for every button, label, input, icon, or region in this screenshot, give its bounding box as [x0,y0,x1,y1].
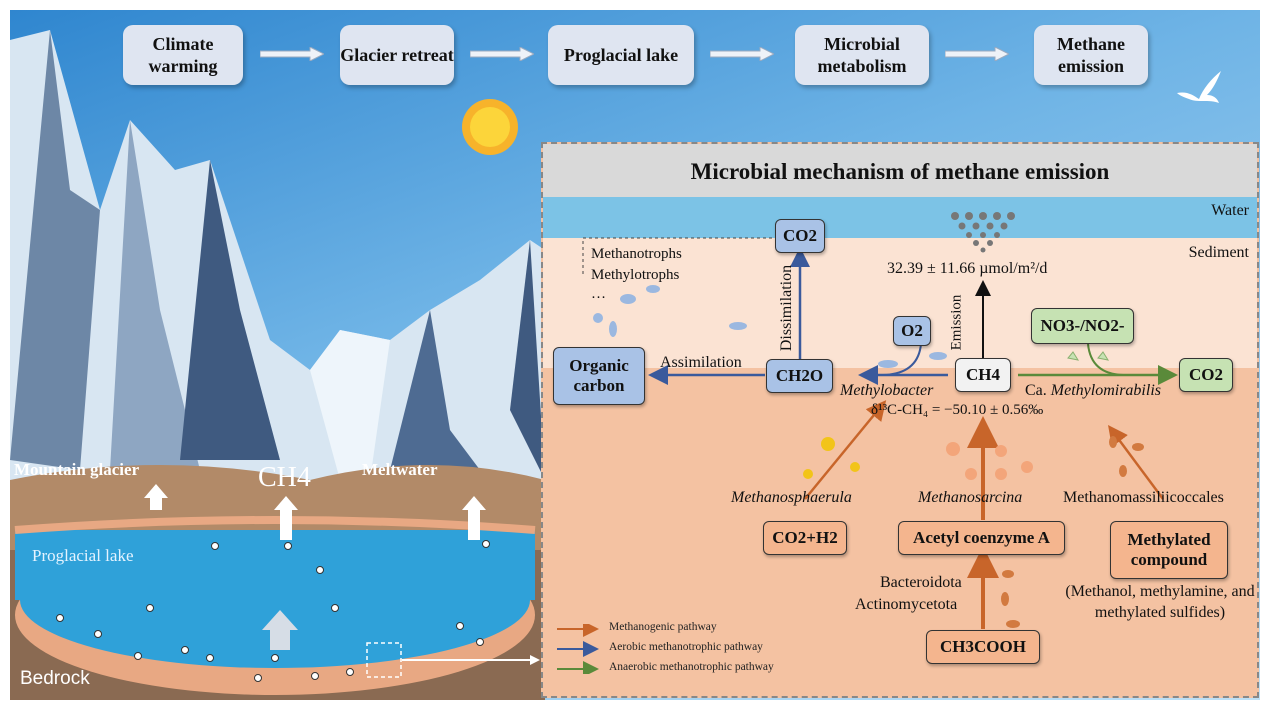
flow-climate-warming: Climate warming [123,25,243,85]
flow-arrow-icon [470,47,534,61]
ch3cooh-box: CH3COOH [926,630,1040,664]
panel-title: Microbial mechanism of methane emission [543,144,1257,197]
methanomassiliicoccales-label: Methanomassiliicoccales [1063,489,1224,506]
flow-arrow-icon [710,47,774,61]
proglacial-lake-label: Proglacial lake [32,546,134,565]
bedrock-label: Bedrock [20,668,90,689]
methylated-compound-box: Methylated compound [1110,521,1228,579]
acetyl-coa-box: Acetyl coenzyme A [898,521,1065,555]
water-layer [543,197,1257,238]
methylotrophs-label: Methylotrophs [591,267,680,283]
assimilation-label: Assimilation [660,354,742,371]
ellipsis-label: … [591,286,606,302]
emission-label: Emission [948,294,965,351]
co2-anaerobic-box: CO2 [1179,358,1233,392]
legend-anaerobic: Anaerobic methanotrophic pathway [609,661,774,673]
flow-methane-emission: Methane emission [1034,25,1148,85]
methanosarcina-label: Methanosarcina [918,489,1023,506]
flow-proglacial-lake: Proglacial lake [548,25,694,85]
sun-icon [462,99,518,155]
flow-microbial-metabolism: Microbial metabolism [795,25,929,85]
pathway-arrows [582,212,1178,629]
water-label: Water [1211,202,1249,219]
actinomycetota-label: Actinomycetota [855,596,958,613]
dissimilation-label: Dissimilation [778,264,795,352]
methylated-note: (Methanol, methylamine, and methylated s… [1065,583,1255,621]
methanosphaerula-label: Methanosphaerula [731,489,852,506]
methylomirabilis-label: Ca. Methylomirabilis [1025,382,1161,400]
ch2o-box: CH2O [766,359,833,393]
no3-no2-box: NO3-/NO2- [1031,308,1134,344]
flow-glacier-retreat: Glacier retreat [340,25,454,85]
legend-arrow-icons [557,624,599,674]
methylobacter-label: Methylobacter [840,382,934,399]
bacteroidota-label: Bacteroidota [880,574,962,591]
organic-carbon-box: Organic carbon [553,347,645,405]
sediment-layer [543,238,1257,368]
methylomirabilis-name: Methylomirabilis [1050,382,1161,399]
glacier-scene [10,30,545,700]
mountain-glacier-label: Mountain glacier [14,460,140,479]
co2-h2-box: CO2+H2 [763,521,847,555]
bird-icon [1177,71,1221,103]
mechanism-panel: Microbial mechanism of methane emission … [541,142,1259,698]
co2-dissimilation-box: CO2 [775,219,825,253]
flow-arrow-icon [260,47,324,61]
methanotrophs-label: Methanotrophs [591,246,682,262]
legend-methanogenic: Methanogenic pathway [609,621,717,633]
sediment-label: Sediment [1188,244,1249,261]
flow-arrow-icon [945,47,1009,61]
legend-aerobic: Aerobic methanotrophic pathway [609,641,763,653]
o2-box: O2 [893,316,931,346]
ch4-label: CH4 [258,462,311,493]
emission-flux-value: 32.39 ± 11.66 µmol/m²/d [887,260,1048,277]
meltwater-label: Meltwater [362,460,438,479]
ca-prefix: Ca. [1025,382,1047,399]
delta13c-value: δ¹³C-CH₄ = −50.10 ± 0.56‰ [871,402,1044,418]
ch4-box: CH4 [955,358,1011,392]
